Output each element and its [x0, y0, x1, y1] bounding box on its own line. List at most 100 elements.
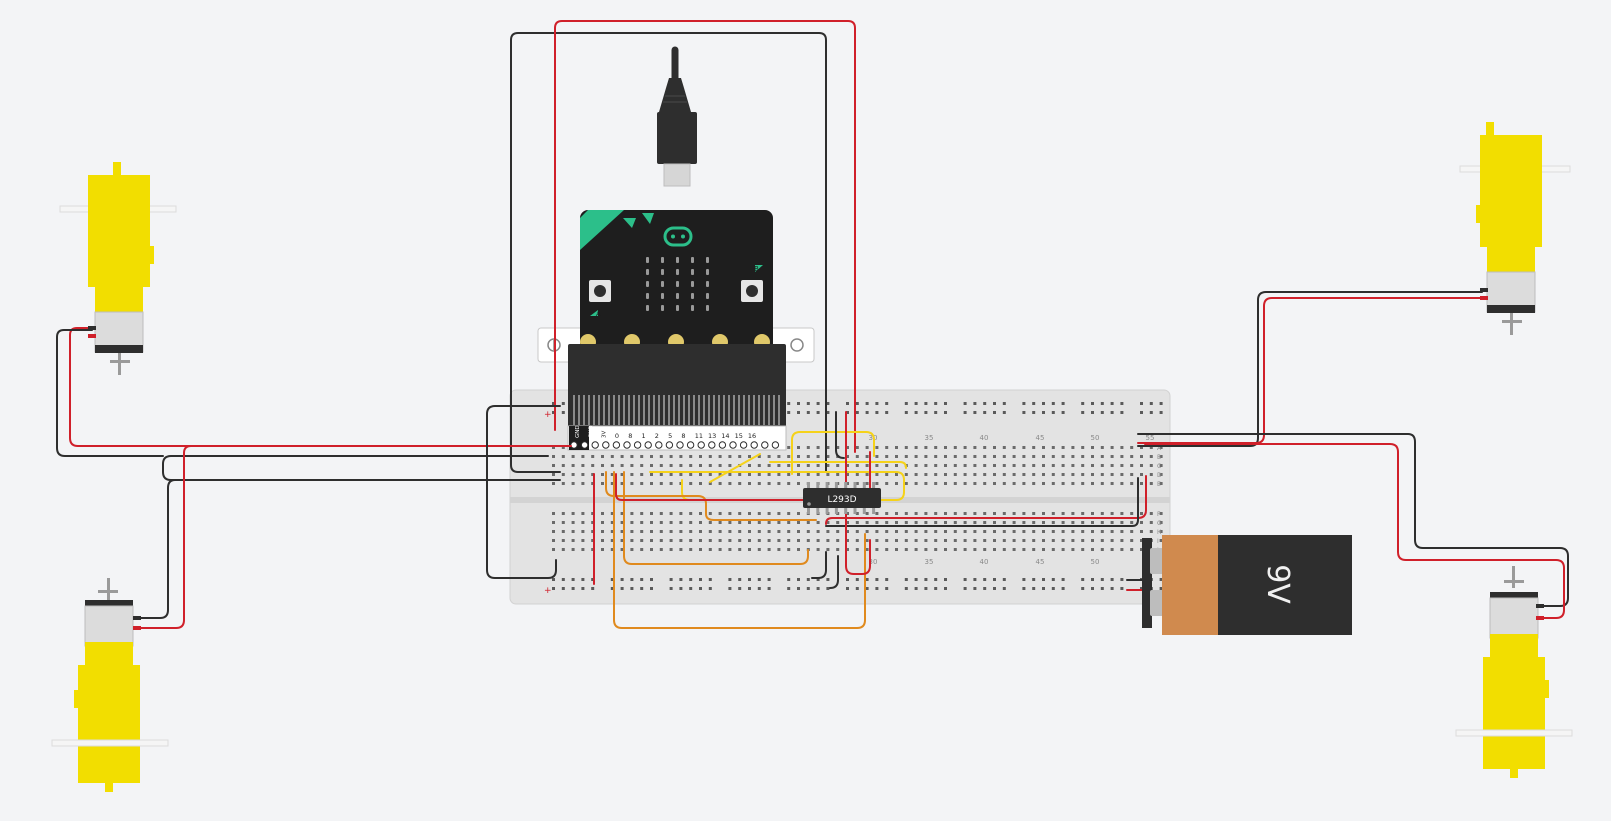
- rail-hole: [973, 578, 977, 581]
- terminal-hole: [591, 539, 595, 542]
- terminal-hole: [1022, 512, 1026, 515]
- motor-top-left[interactable]: [59, 162, 177, 375]
- terminal-hole: [944, 464, 947, 467]
- wire-yellow-chip-1[interactable]: [791, 431, 875, 475]
- breakout-pin-hole: [739, 441, 748, 449]
- motor-can: [1489, 597, 1539, 639]
- terminal-hole: [973, 539, 977, 542]
- column-number: 50: [1091, 434, 1100, 442]
- terminal-hole: [591, 464, 595, 467]
- motor-bottom-right[interactable]: [1455, 566, 1573, 778]
- terminal-hole: [777, 455, 781, 458]
- wire-black-top-loop[interactable]: [510, 32, 827, 473]
- wire-yellow-diagonal[interactable]: [709, 453, 761, 483]
- wire-orange-chip-3[interactable]: [613, 471, 866, 629]
- battery-9v[interactable]: 9V: [1142, 535, 1352, 635]
- terminal-hole: [630, 512, 634, 515]
- terminal-hole: [689, 512, 693, 515]
- rail-hole: [1022, 587, 1026, 590]
- terminal-hole: [630, 482, 634, 485]
- rail-hole: [1061, 402, 1065, 405]
- terminal-hole: [718, 530, 722, 533]
- wire-black-left-bus[interactable]: [162, 455, 561, 481]
- motor-terminal: [1480, 296, 1488, 300]
- terminal-hole: [777, 539, 781, 542]
- wire-red-top-loop[interactable]: [554, 20, 856, 453]
- wire-yellow-chip-loop[interactable]: [649, 471, 905, 501]
- terminal-hole: [610, 539, 614, 542]
- terminal-hole: [1149, 455, 1153, 458]
- motor-end-cap: [1490, 592, 1538, 600]
- wire-black-right-top-motor[interactable]: [1137, 291, 1483, 447]
- motor-bottom-left[interactable]: [51, 578, 169, 792]
- wire-black-battery-to-chip[interactable]: [825, 477, 1139, 527]
- terminal-hole: [728, 521, 732, 524]
- terminal-hole: [797, 482, 800, 485]
- wire-red-rail-to-chip[interactable]: [845, 411, 871, 575]
- wire-red-right-top-motor[interactable]: [1137, 297, 1483, 444]
- terminal-hole: [904, 455, 908, 458]
- terminal-hole: [914, 512, 918, 515]
- wire-black-chip-gnd-1[interactable]: [811, 551, 827, 579]
- connector-pin: [613, 395, 615, 425]
- wire-red-left-top-motor[interactable]: [69, 327, 572, 447]
- rail-hole: [787, 587, 791, 590]
- terminal-hole: [855, 464, 859, 467]
- terminal-hole: [1081, 482, 1085, 485]
- terminal-hole: [610, 521, 614, 524]
- terminal-hole: [1159, 482, 1163, 485]
- wires: [56, 20, 1569, 629]
- terminal-hole: [1110, 455, 1114, 458]
- terminal-hole: [1081, 521, 1085, 524]
- wire-black-left-top-motor[interactable]: [56, 329, 164, 457]
- terminal-hole: [1012, 521, 1016, 524]
- motor-end-cap: [85, 600, 133, 608]
- rail-hole: [993, 402, 996, 405]
- terminal-hole: [904, 530, 908, 533]
- terminal-hole: [650, 464, 653, 467]
- terminal-hole: [885, 521, 889, 524]
- terminal-hole: [1140, 539, 1143, 542]
- motor-terminal: [1536, 616, 1544, 620]
- wire-red-left-bottom-motor[interactable]: [132, 445, 561, 629]
- wire-black-right-bottom-motor[interactable]: [1137, 433, 1569, 607]
- wire-orange-chip-2[interactable]: [623, 471, 809, 565]
- l293d-chip[interactable]: L293D: [803, 482, 881, 514]
- terminal-hole: [561, 548, 565, 551]
- motor-gearbox: [1483, 657, 1545, 769]
- rail-hole: [865, 578, 869, 581]
- terminal-hole: [983, 455, 987, 458]
- microbit[interactable]: A B: [580, 210, 773, 360]
- rail-hole: [1159, 587, 1163, 590]
- terminal-hole: [993, 512, 996, 515]
- terminal-hole: [973, 521, 977, 524]
- usb-cable[interactable]: [657, 46, 697, 187]
- chip-leg: [862, 482, 866, 488]
- terminal-hole: [875, 539, 879, 542]
- terminal-hole: [797, 548, 800, 551]
- wire-orange-chip-1[interactable]: [605, 471, 817, 521]
- led: [691, 269, 694, 275]
- led: [706, 257, 709, 263]
- terminal-hole: [571, 521, 575, 524]
- terminal-hole: [571, 512, 575, 515]
- rail-hole: [738, 578, 742, 581]
- wire-black-left-bottom-motor[interactable]: [132, 479, 176, 619]
- wire-black-chip-gnd-2[interactable]: [829, 555, 839, 589]
- terminal-hole: [1110, 521, 1114, 524]
- rail-hole: [1110, 402, 1114, 405]
- row-letter: B: [1157, 454, 1161, 461]
- motor-top-right[interactable]: [1459, 122, 1571, 335]
- terminal-hole: [924, 446, 928, 449]
- wire-black-breadboard-left-loop[interactable]: [486, 405, 561, 579]
- connector-pin: [673, 395, 675, 425]
- breakout-pin-hole: [729, 441, 737, 449]
- connector-pin: [713, 395, 715, 425]
- breakout-pin-hole: [686, 441, 695, 449]
- terminal-hole: [1110, 512, 1114, 515]
- wire-yellow-chip-2[interactable]: [769, 461, 907, 469]
- rail-hole: [640, 587, 644, 590]
- wire-black-chip-gnd-3[interactable]: [835, 411, 845, 459]
- wire-red-right-bottom-motor[interactable]: [1144, 443, 1565, 619]
- terminal-hole: [875, 473, 879, 476]
